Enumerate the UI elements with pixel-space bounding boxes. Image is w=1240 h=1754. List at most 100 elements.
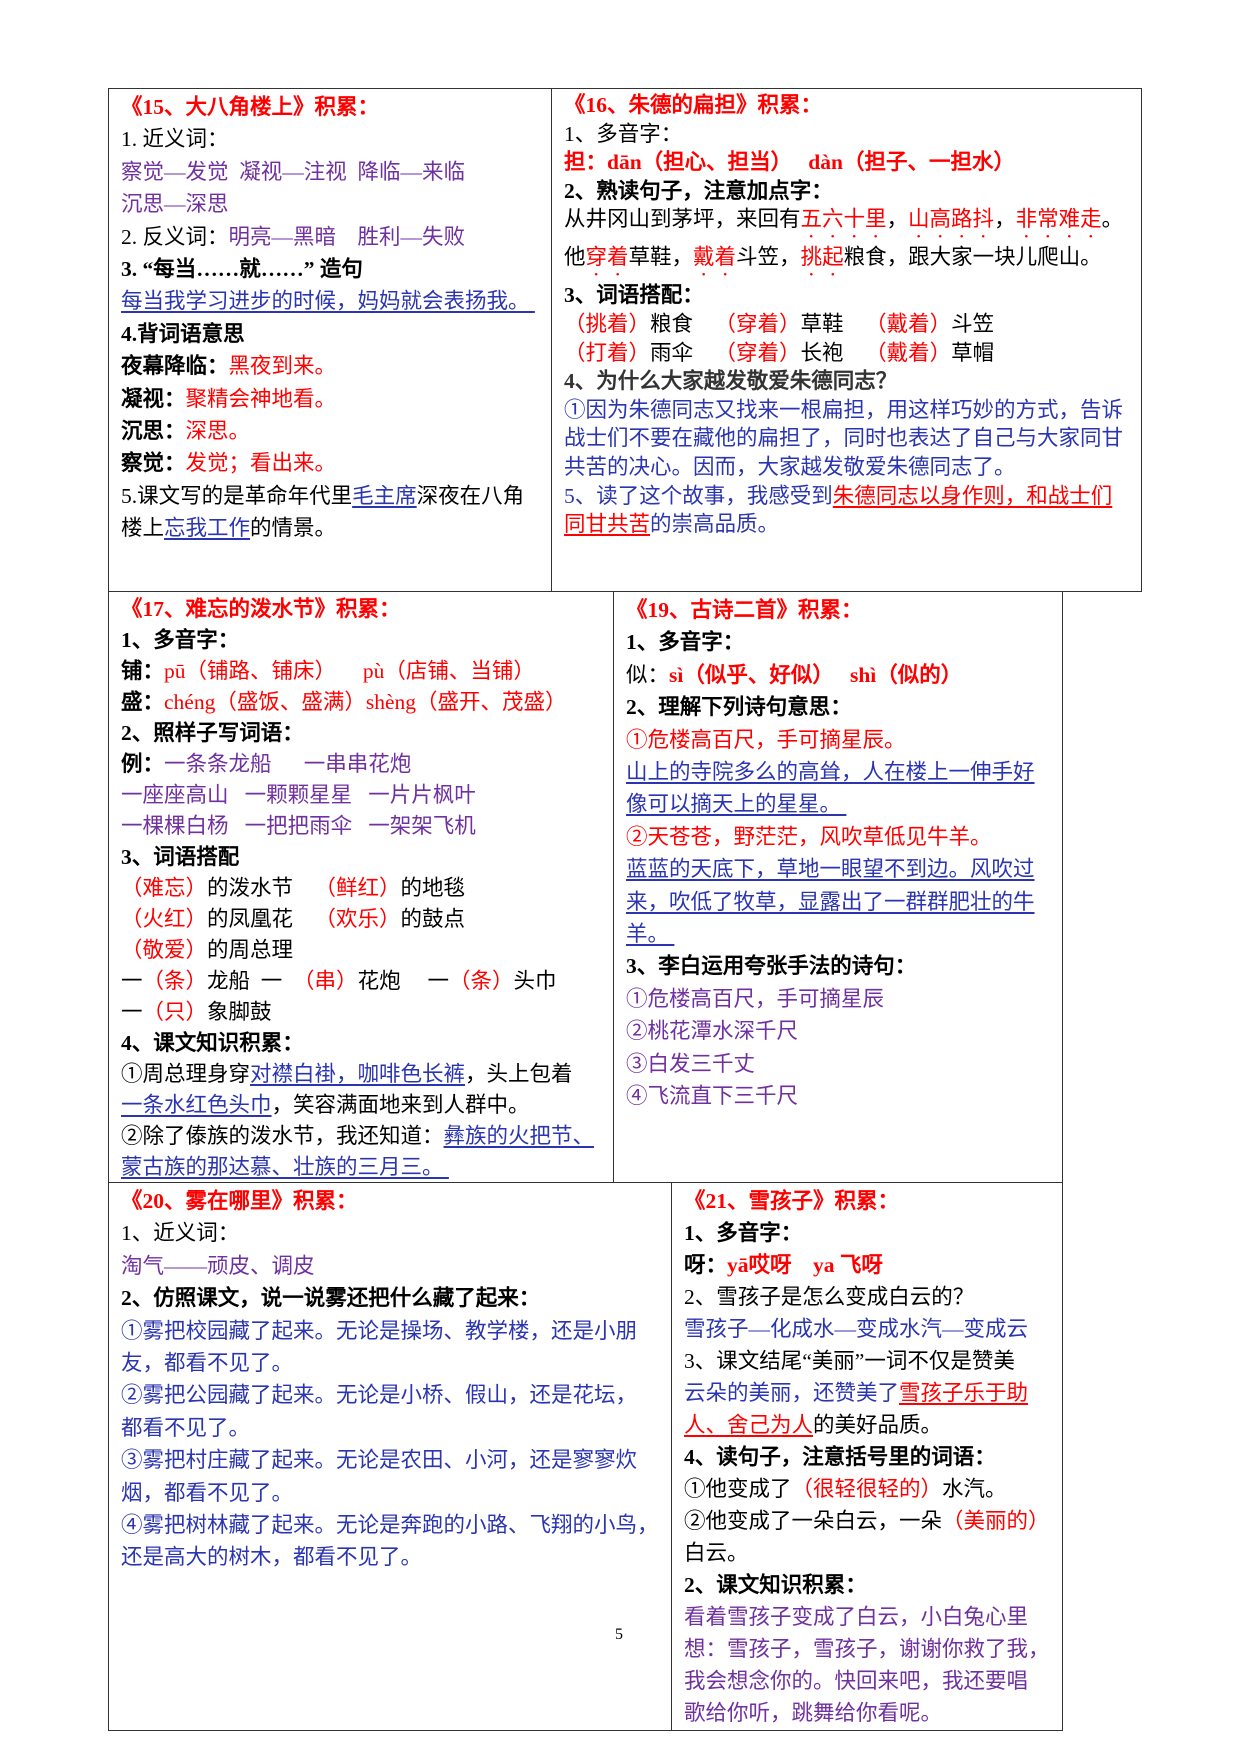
text-line: ③雾把村庄藏了起来。无论是农田、小河，还是寥寥炊	[121, 1444, 671, 1476]
text-segment: ④雾把树林藏了起来。无论是奔跑的小路、飞翔的小鸟，	[121, 1513, 659, 1538]
text-segment: pū（铺路、铺床） pù（店铺、当铺）	[164, 659, 535, 683]
text-segment: （美丽的）	[942, 1509, 1050, 1533]
text-line: 一棵棵白杨 一把把雨伞 一架架飞机	[121, 811, 613, 842]
text-segment: 4、课文知识积累：	[121, 1031, 304, 1055]
text-segment: 3、词语搭配	[121, 845, 240, 869]
text-segment: （欢乐）	[314, 907, 401, 931]
text-line: 2、雪孩子是怎么变成白云的？	[684, 1281, 1062, 1313]
text-segment: 1、多音字：	[626, 630, 745, 655]
text-segment: 对襟白褂，	[250, 1062, 358, 1086]
text-segment: ②桃花潭水深千尺	[626, 1019, 799, 1044]
text-segment: 1、多音字：	[564, 121, 683, 146]
text-line: 夜幕降临：黑夜到来。	[121, 350, 551, 382]
text-segment: （打着）	[564, 340, 651, 365]
text-segment: ②除了傣族的泼水节，我还知道：	[121, 1124, 444, 1148]
text-line: 察觉：发觉；看出来。	[121, 447, 551, 479]
text-line: 他穿着草鞋，戴着斗笠，挑起粮食，跟大家一块儿爬山。	[564, 243, 1141, 281]
section-title: 《16、朱德的扁担》积累：	[564, 91, 1141, 120]
text-line: 都看不见了。	[121, 1412, 671, 1444]
text-segment: 雪孩子—化成水—变成水汽—变成云	[684, 1317, 1029, 1341]
text-segment: 深思。	[185, 419, 251, 444]
text-line: 雪孩子—化成水—变成水汽—变成云	[684, 1313, 1062, 1345]
text-segment: 3、词语搭配：	[564, 283, 704, 308]
text-line: 铺：pū（铺路、铺床） pù（店铺、当铺）	[121, 656, 613, 687]
text-segment: 战士们不要在藏他的扁担了，同时也表达了自己与大家同甘	[564, 426, 1124, 451]
text-segment: 的情景。	[250, 516, 337, 541]
text-segment: 4、为什么大家越发敬爱朱德同志？	[564, 369, 898, 394]
text-segment: 铺：	[121, 659, 165, 683]
text-segment: 2、雪孩子是怎么变成白云的？	[684, 1285, 975, 1309]
text-segment: 《19、古诗二首》积累：	[626, 598, 863, 622]
text-segment: 《21、雪孩子》积累：	[684, 1189, 900, 1213]
text-segment: 沉思—深思	[121, 192, 229, 217]
text-segment: sì（似乎、好似） shì（似的）	[669, 662, 963, 687]
text-line: 凝视：聚精会神地看。	[121, 383, 551, 415]
text-segment: 深夜在八角	[416, 483, 525, 508]
text-line: 4.背词语意思	[121, 318, 551, 350]
text-segment: 4.背词语意思	[121, 321, 245, 346]
text-line: （火红）的凤凰花 （欢乐）的鼓点	[121, 904, 613, 935]
text-line: ①危楼高百尺，手可摘星辰。	[626, 724, 1062, 756]
text-segment: ②天苍苍，野茫茫，风吹草低见牛羊。	[626, 824, 992, 849]
text-line: ②桃花潭水深千尺	[626, 1015, 1062, 1047]
text-line: 每当我学习进步的时候，妈妈就会表扬我。	[121, 285, 551, 317]
text-segment: 的凤凰花	[207, 907, 315, 931]
text-line: 4、读句子，注意括号里的词语：	[684, 1441, 1062, 1473]
text-line: 3、课文结尾“美丽”一词不仅是赞美	[684, 1345, 1062, 1377]
text-line: ②雾把公园藏了起来。无论是小桥、假山，还是花坛，	[121, 1379, 671, 1411]
text-line: 2. 反义词：明亮—黑暗 胜利—失败	[121, 221, 551, 253]
text-line: 3、词语搭配	[121, 842, 613, 873]
text-line: ①因为朱德同志又找来一根扁担，用这样巧妙的方式，告诉	[564, 396, 1141, 425]
text-segment: 忘我工作	[164, 516, 251, 541]
text-segment: 彝族的火把节、	[443, 1124, 595, 1148]
text-line: （打着）雨伞 （穿着）长袍 （戴着）草帽	[564, 339, 1141, 368]
text-segment: 花炮 一	[357, 969, 449, 993]
text-segment: 烟，都看不见了。	[121, 1480, 294, 1505]
text-segment: ③白发三千丈	[626, 1051, 756, 1076]
text-line: 我会想念你的。快回来吧，我还要唱	[684, 1665, 1062, 1697]
text-line: 看着雪孩子变成了白云，小白兔心里	[684, 1601, 1062, 1633]
text-segment: 一条水红色头巾	[121, 1093, 272, 1117]
text-segment: ①因为朱德同志又找来一根扁担，用这样巧妙的方式，告诉	[564, 397, 1124, 422]
text-line: 5、读了这个故事，我感受到朱德同志以身作则，和战士们	[564, 482, 1141, 511]
text-line: ①雾把校园藏了起来。无论是操场、教学楼，还是小朋	[121, 1315, 671, 1347]
text-segment: 斗笠	[951, 311, 995, 336]
text-line: 2、理解下列诗句意思：	[626, 691, 1062, 723]
text-segment: 水汽。	[942, 1477, 1007, 1501]
cell-lesson-19: 《19、古诗二首》积累：1、多音字：似：sì（似乎、好似） shì（似的）2、理…	[613, 591, 1063, 1183]
text-segment: 白云。	[684, 1541, 749, 1565]
text-segment: 的泼水节	[207, 876, 315, 900]
text-segment: 3、课文结尾“美丽”一词不仅是赞美	[684, 1349, 1015, 1373]
section-title: 《20、雾在哪里》积累：	[121, 1185, 671, 1217]
text-line: 来，吹低了牧草，显露出了一群群肥壮的牛	[626, 886, 1062, 918]
text-line: 3、词语搭配：	[564, 281, 1141, 310]
text-line: ①周总理身穿对襟白褂，咖啡色长裤，头上包着	[121, 1059, 613, 1090]
text-segment: 草鞋	[800, 311, 866, 336]
text-segment: 粮食	[650, 311, 715, 336]
text-segment: 1、近义词：	[121, 1221, 240, 1246]
text-segment: 。	[1101, 207, 1124, 232]
text-segment: （只）	[142, 1000, 208, 1024]
text-segment: ，	[886, 207, 909, 232]
section-title: 《21、雪孩子》积累：	[684, 1185, 1062, 1217]
text-segment: 的鼓点	[400, 907, 466, 931]
text-line: 1、多音字：	[626, 626, 1062, 658]
text-segment: 一	[121, 969, 143, 993]
text-segment: 《20、雾在哪里》积累：	[121, 1189, 358, 1213]
text-segment: （敬爱）	[121, 938, 208, 962]
section-title: 《19、古诗二首》积累：	[626, 594, 1062, 626]
text-segment: 察觉—发觉 凝视—注视 降临—来临	[121, 159, 466, 184]
text-line: 还是高大的树木，都看不见了。	[121, 1541, 671, 1573]
text-segment: 五六十里	[800, 207, 887, 232]
text-line: 羊。	[626, 918, 1062, 950]
text-line: 白云。	[684, 1537, 1062, 1569]
text-segment: 挑起	[800, 245, 844, 270]
text-segment: 《15、大八角楼上》积累：	[121, 95, 380, 119]
text-line: 2、熟读句子，注意加点字：	[564, 177, 1141, 206]
text-segment: 发觉；看出来。	[185, 451, 337, 476]
text-segment: 山高路抖	[908, 207, 995, 232]
text-segment: 夜幕降临：	[121, 354, 229, 379]
text-segment: 1、多音字：	[684, 1221, 803, 1245]
text-segment: 他	[564, 245, 586, 270]
text-segment: 头巾	[513, 969, 557, 993]
